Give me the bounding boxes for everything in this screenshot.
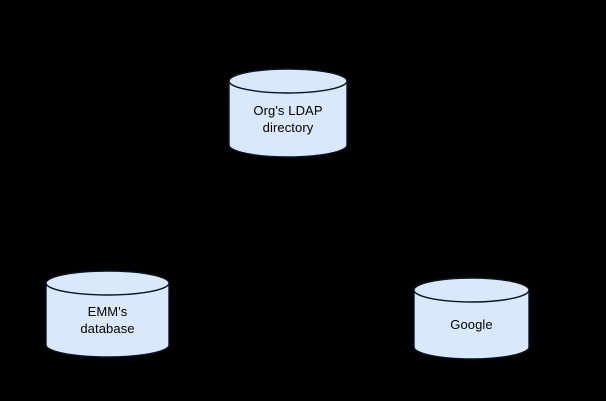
ldap-directory-node[interactable]: Org's LDAP directory <box>228 68 348 158</box>
cylinder-top-cap <box>413 277 530 303</box>
cylinder-top-cap <box>45 270 170 296</box>
cylinder-icon <box>228 68 348 158</box>
emm-database-node[interactable]: EMM's database <box>45 270 170 358</box>
cylinder-icon <box>45 270 170 358</box>
google-node[interactable]: Google <box>413 277 530 360</box>
cylinder-icon <box>413 277 530 360</box>
cylinder-top-cap <box>228 68 348 94</box>
